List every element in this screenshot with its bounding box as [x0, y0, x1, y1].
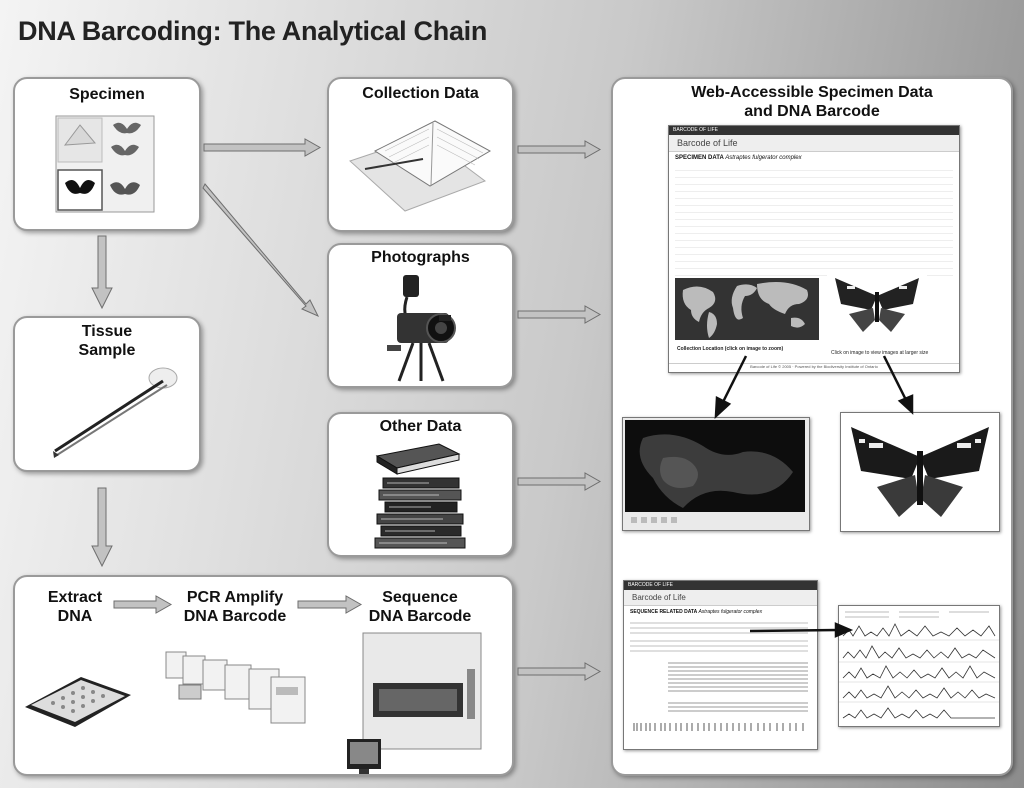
sequence-label-line2: DNA Barcode [368, 608, 472, 625]
trace-file-image [838, 605, 1000, 727]
satellite-map-image [622, 417, 810, 531]
arrow-tissue-to-extract [91, 487, 113, 568]
book-stack-image [374, 443, 466, 549]
arrow-photographs-to-web [517, 305, 602, 324]
arrow-specimen-to-collection [203, 138, 322, 157]
tissue-label-line2: Sample [78, 342, 136, 359]
sequence-data-heading: SEQUENCE RELATED DATA Astraptes fulgerat… [624, 606, 817, 618]
photographs-box: Photographs [327, 243, 514, 388]
page-title: DNA Barcoding: The Analytical Chain [18, 16, 488, 46]
specimen-box: Specimen [13, 77, 201, 231]
butterfly-thumbnail-image [827, 274, 927, 336]
collection-label: Collection Data [362, 85, 479, 102]
image-caption: Click on image to view images at larger … [831, 350, 929, 356]
sequence-text-block [630, 622, 808, 731]
sequencer-image [347, 632, 482, 774]
page-footer: Barcode of Life © 2005 · Powered by the … [669, 363, 959, 372]
specimen-tray-image [55, 115, 155, 213]
field-notebook-image [349, 120, 492, 212]
arrow-pcr-to-sequence [297, 595, 363, 614]
dark-arrow-map-head [714, 396, 732, 420]
lab-process-box: Extract DNA PCR Amplify DNA Barcode Sequ… [13, 575, 514, 776]
butterfly-photo-image [840, 412, 1000, 532]
sequence-page-bar: BARCODE OF LIFE [624, 581, 817, 590]
forceps-image [53, 367, 178, 458]
arrow-specimen-to-photographs [202, 183, 320, 318]
world-map-image [675, 278, 819, 340]
heading-subtitle: Astraptes fulgerator complex [725, 155, 802, 161]
dark-arrow-butterfly-line [882, 355, 908, 401]
extract-label-line1: Extract [47, 589, 103, 606]
camera-image [387, 275, 456, 382]
photographs-label: Photographs [371, 249, 470, 266]
page-bar: BARCODE OF LIFE [669, 126, 959, 135]
other-data-box: Other Data [327, 412, 514, 557]
thermocycler-image [165, 651, 306, 724]
sequence-heading-text: SEQUENCE RELATED DATA [630, 609, 698, 615]
dark-arrow-trace-head [834, 622, 854, 638]
dark-arrow-map-line [720, 355, 748, 405]
extract-label-line2: DNA [57, 608, 93, 625]
web-label-line1: Web-Accessible Specimen Data [691, 84, 933, 101]
map-caption: Collection Location (click on image to z… [677, 346, 784, 352]
pcr-label-line1: PCR Amplify [186, 589, 284, 606]
web-label-line2: and DNA Barcode [744, 103, 880, 120]
tissue-label-line1: Tissue [81, 323, 133, 340]
specimen-data-page: BARCODE OF LIFE Barcode of Life SPECIMEN… [668, 125, 960, 373]
arrow-other-to-web [517, 472, 602, 491]
sequence-heading-subtitle: Astraptes fulgerator complex [698, 609, 763, 615]
specimen-label: Specimen [69, 86, 145, 103]
specimen-data-heading: SPECIMEN DATA Astraptes fulgerator compl… [669, 152, 959, 164]
arrow-sequence-to-web [517, 662, 602, 681]
arrow-specimen-to-tissue [91, 235, 113, 310]
arrow-collection-to-web [517, 140, 602, 159]
pcr-label-line2: DNA Barcode [183, 608, 287, 625]
collection-data-box: Collection Data [327, 77, 514, 232]
dark-arrow-butterfly-head [897, 394, 914, 415]
sequence-data-page: BARCODE OF LIFE Barcode of Life SEQUENCE… [623, 580, 818, 750]
sequence-label-line1: Sequence [382, 589, 458, 606]
heading-text: SPECIMEN DATA [675, 155, 724, 161]
dark-arrow-trace-line [749, 628, 839, 633]
other-data-label: Other Data [379, 418, 462, 435]
microplate-image [25, 677, 131, 727]
sequence-page-logo: Barcode of Life [624, 590, 817, 606]
specimen-record-rows [669, 164, 959, 276]
arrow-extract-to-pcr [113, 595, 173, 614]
barcode-of-life-logo: Barcode of Life [669, 135, 959, 152]
tissue-sample-box: Tissue Sample [13, 316, 201, 472]
